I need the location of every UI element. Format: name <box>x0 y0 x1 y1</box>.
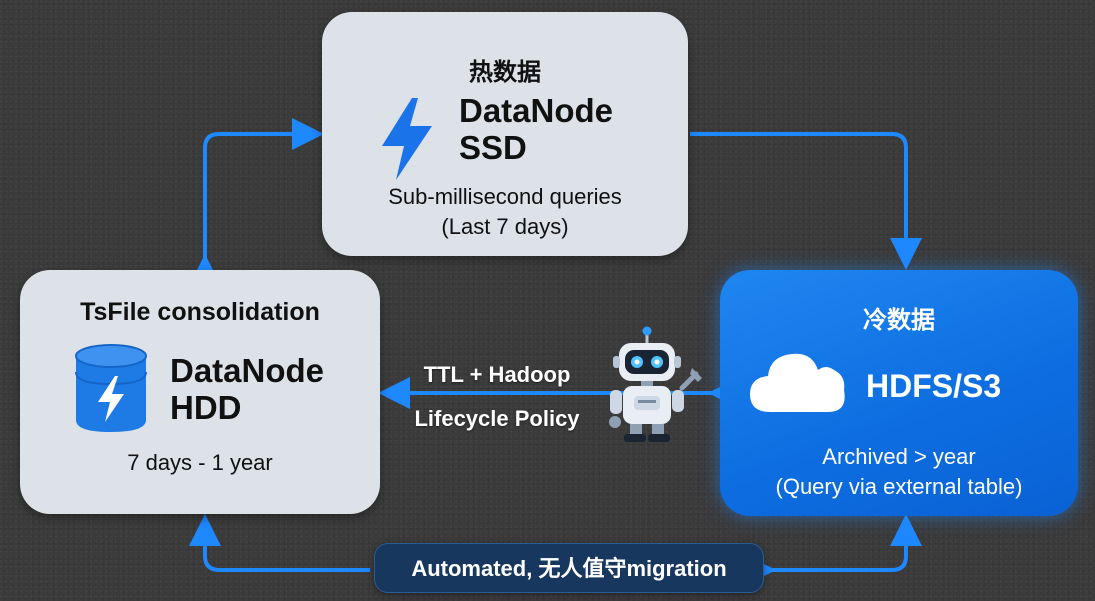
hot-tier-node-name: DataNode SSD <box>459 92 613 166</box>
arrow-ssd-to-hdfs <box>690 132 922 270</box>
arrow-bottom-right <box>744 514 922 586</box>
warm-tier-node-name: DataNode HDD <box>170 352 324 426</box>
cold-tier-node-name: HDFS/S3 <box>866 368 1002 404</box>
warm-tier-node-line1: DataNode <box>170 352 325 389</box>
robot-icon <box>609 326 702 442</box>
hot-tier-node-line2: SSD <box>459 129 527 166</box>
hot-tier-card: 热数据 DataNode SSD Sub-millisecond queries… <box>322 12 688 256</box>
policy-label-line1: TTL + Hadoop <box>423 362 571 387</box>
hot-tier-desc-line2: (Last 7 days) <box>441 214 569 239</box>
arrow-hdd-to-ssd <box>189 118 324 286</box>
warm-tier-description: 7 days - 1 year <box>127 450 273 475</box>
hot-tier-desc-line1: Sub-millisecond queries <box>388 184 622 209</box>
cold-tier-title: 冷数据 <box>863 307 935 334</box>
migration-label: Automated, 无人值守migration <box>374 543 764 593</box>
database-lightning-icon <box>75 344 147 432</box>
cold-tier-desc-line2: (Query via external table) <box>775 474 1023 499</box>
policy-label-line2: Lifecycle Policy <box>414 406 580 431</box>
cold-tier-desc-line1: Archived > year <box>822 444 976 469</box>
hot-tier-title: 热数据 <box>469 59 541 86</box>
warm-tier-card: TsFile consolidation DataNode HDD 7 days… <box>20 270 380 514</box>
warm-tier-node-line2: HDD <box>170 389 242 426</box>
warm-tier-title: TsFile consolidation <box>80 298 320 326</box>
arrow-bottom-left <box>189 514 370 572</box>
cold-tier-card: 冷数据 HDFS/S3 Archived > year (Query via e… <box>720 270 1078 516</box>
hot-tier-node-line1: DataNode <box>459 92 614 129</box>
cold-tier-description: Archived > year (Query via external tabl… <box>720 442 1078 502</box>
hot-tier-description: Sub-millisecond queries (Last 7 days) <box>322 182 688 242</box>
cloud-icon <box>750 353 845 412</box>
lightning-bolt-icon <box>382 98 432 180</box>
